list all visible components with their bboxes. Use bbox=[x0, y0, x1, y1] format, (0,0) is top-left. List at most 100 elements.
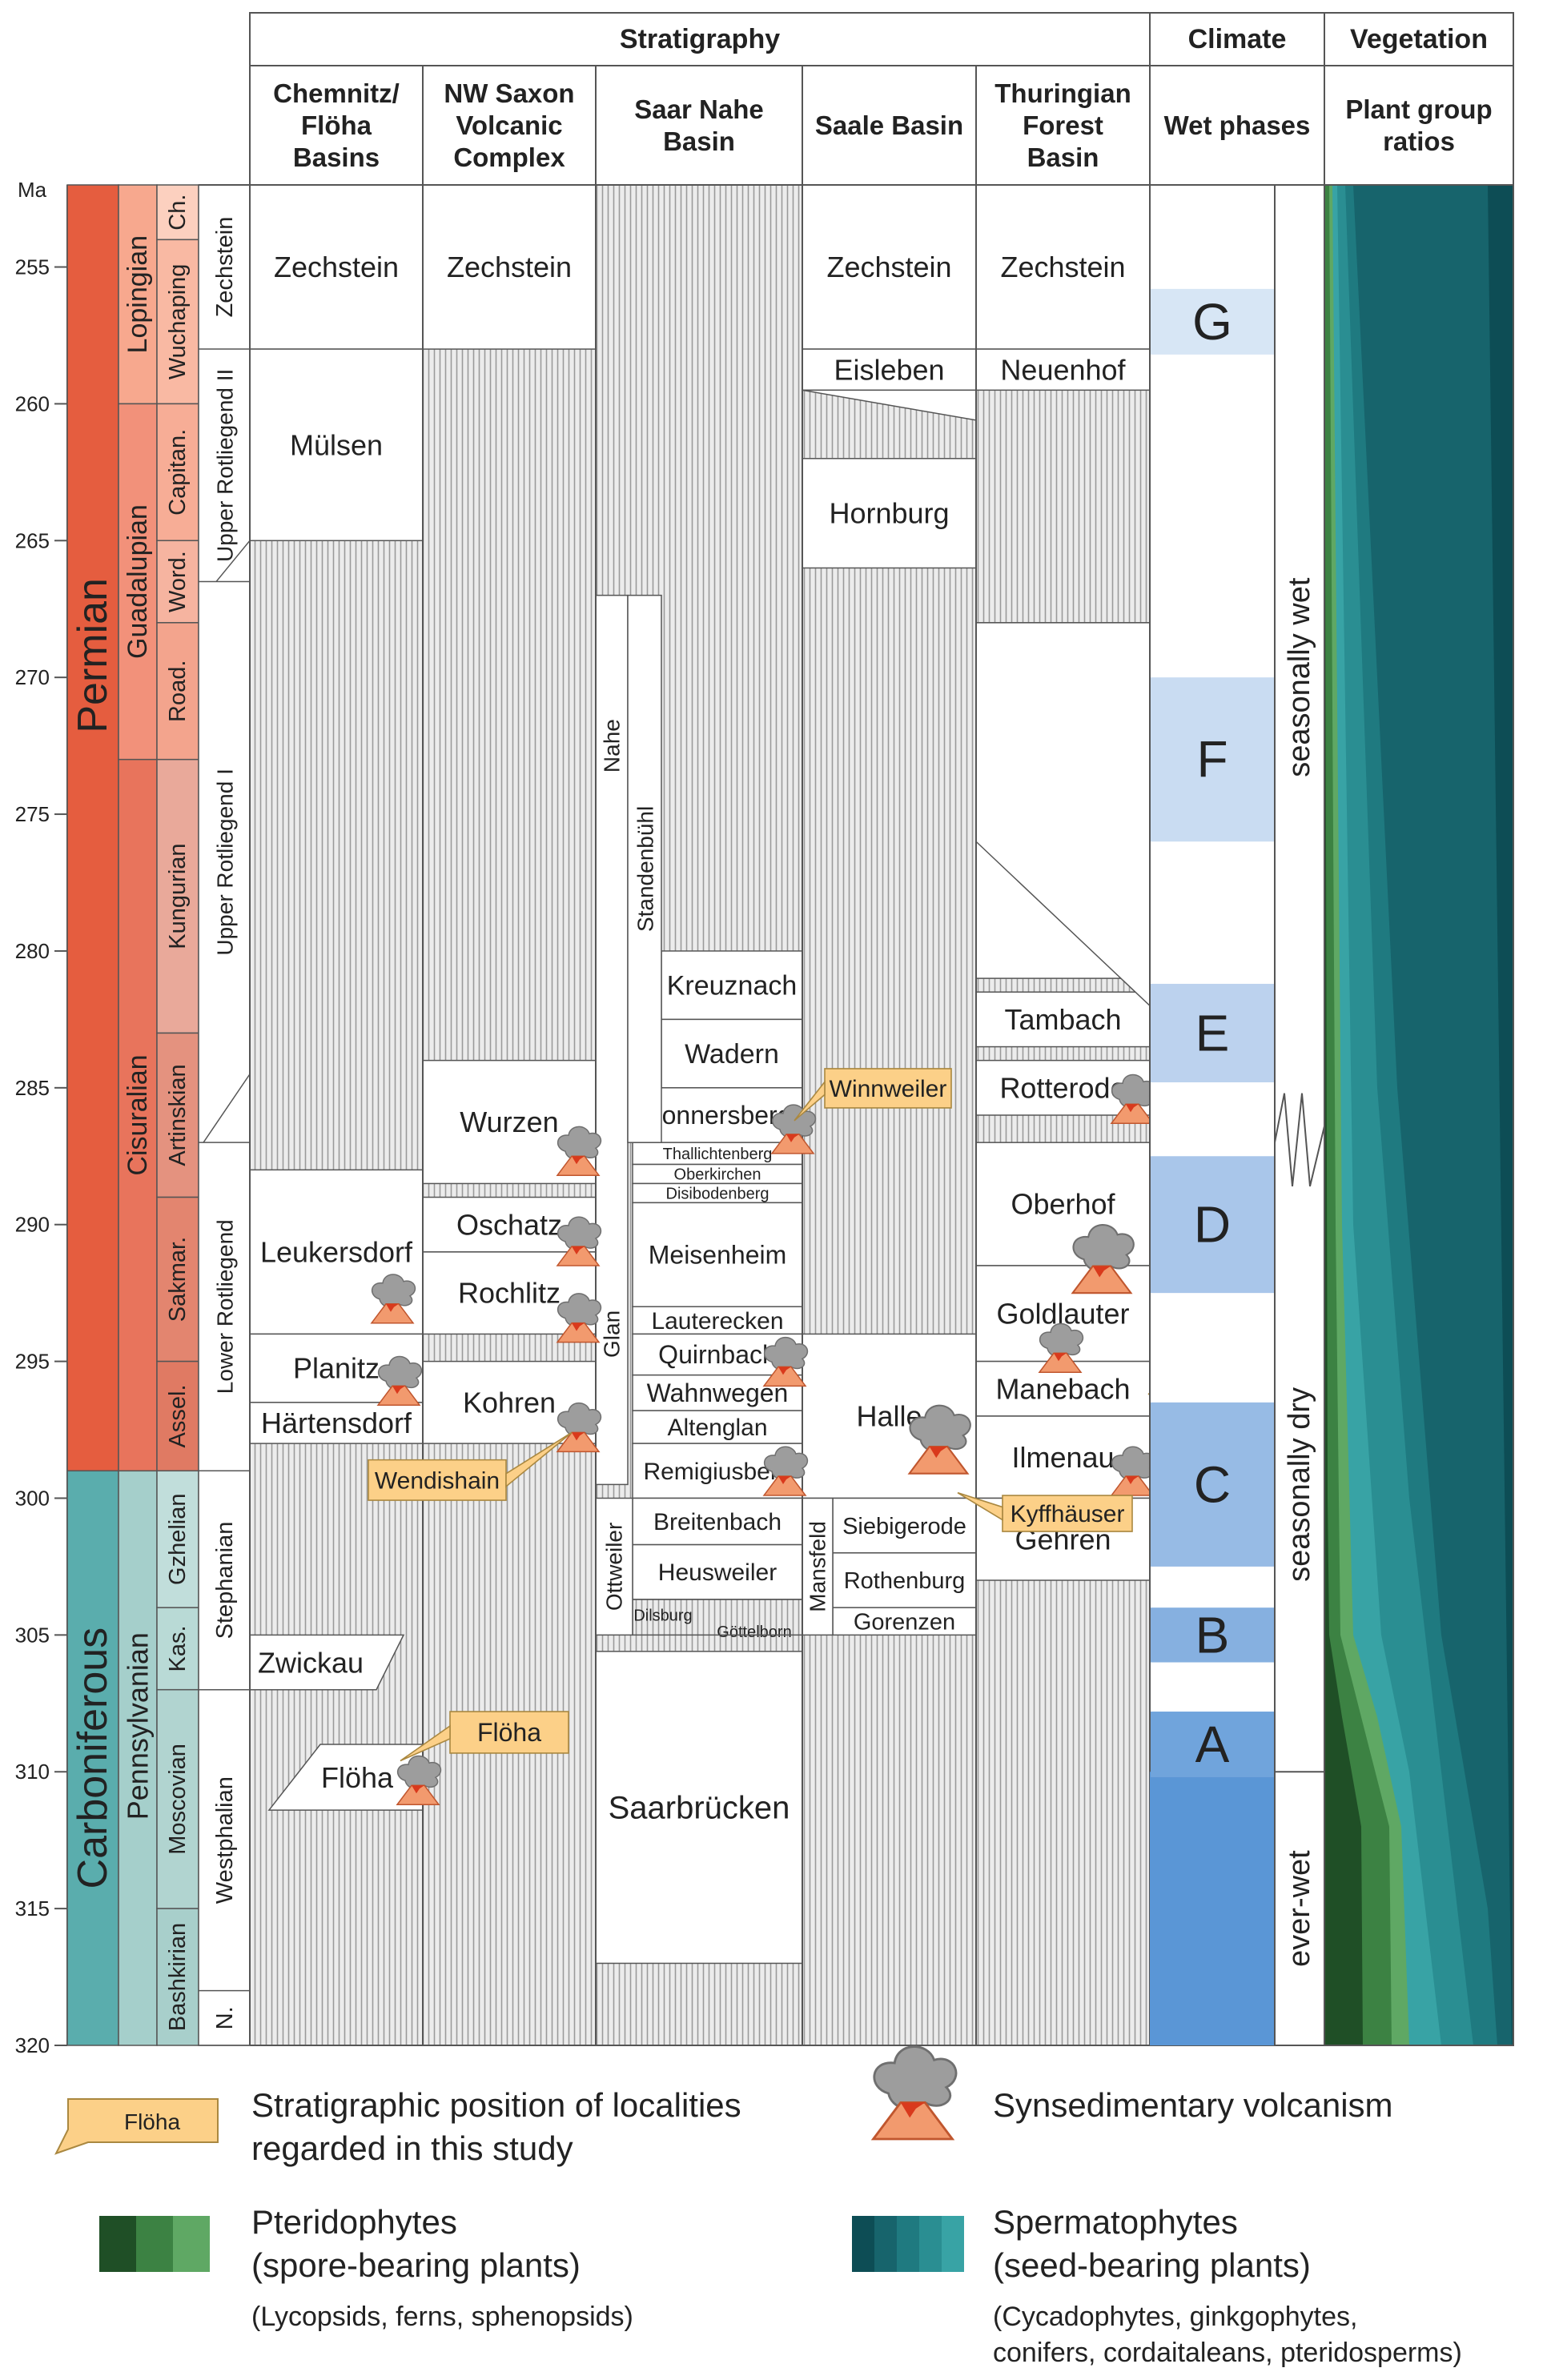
wet-phase-a bbox=[1151, 1712, 1274, 1778]
unit-label-neuenhof: Neuenhof bbox=[1000, 353, 1126, 386]
volcano-lava bbox=[386, 1303, 399, 1312]
pterido-swatch-cell bbox=[173, 2216, 210, 2272]
unit-label-härtensdorf: Härtensdorf bbox=[261, 1407, 412, 1439]
unit-chemnitz-härtensdorf bbox=[249, 1402, 424, 1444]
plant-group-header-line: ratios bbox=[1383, 126, 1455, 156]
volcano-lava bbox=[572, 1432, 585, 1441]
unit-saale-zechstein bbox=[802, 184, 977, 350]
wet-phase-label-f: F bbox=[1196, 731, 1228, 789]
legend-volcanism-text: Synsedimentary volcanism bbox=[993, 2086, 1393, 2124]
unit-label-eisleben: Eisleben bbox=[834, 353, 944, 386]
climate-regime-ever-wet: ever-wet bbox=[1283, 1850, 1316, 1967]
legend-volcano-icon bbox=[870, 2045, 958, 2141]
unit-chemnitz-mülsen bbox=[249, 348, 424, 542]
volcano-lava bbox=[572, 1322, 585, 1331]
volcano-lava bbox=[900, 2102, 926, 2118]
header-stratigraphy: Stratigraphy bbox=[620, 24, 780, 54]
basin-header-thuringian-line: Thuringian bbox=[994, 78, 1131, 108]
unit-label-oschatz: Oschatz bbox=[456, 1208, 562, 1241]
legend-pteridophytes-swatch bbox=[99, 2216, 210, 2272]
locality-callout-flöha: Flöha bbox=[400, 1711, 569, 1762]
callout-label-flöha: Flöha bbox=[477, 1718, 541, 1747]
volcano-lava bbox=[572, 1246, 585, 1254]
axis-tick-label: 305 bbox=[15, 1623, 50, 1647]
epoch-label-lopingian: Lopingian bbox=[123, 235, 153, 353]
volcano-lava bbox=[1054, 1353, 1067, 1362]
unit-saale-rothenburg bbox=[832, 1552, 977, 1608]
sperm-swatch-cell bbox=[852, 2216, 874, 2272]
sperm-swatch-cell bbox=[874, 2216, 897, 2272]
volcano-lava bbox=[778, 1476, 791, 1485]
unit-label-rotterode: Rotterode bbox=[999, 1071, 1126, 1104]
time-axis: Ma 2552602652702752802852902953003053103… bbox=[15, 178, 68, 2057]
basin-columns: ZechsteinMülsenLeukersdorfPlanitzHärtens… bbox=[199, 184, 1513, 2046]
regional-label-zechstein: Zechstein bbox=[212, 217, 238, 318]
legend: Flöha Stratigraphic position of localiti… bbox=[54, 2045, 1462, 2368]
stage-sakmar bbox=[156, 1196, 199, 1363]
stage-label-wuchaping: Wuchaping bbox=[165, 264, 191, 380]
locality-callout-kyffhäuser: Kyffhäuser bbox=[957, 1491, 1133, 1532]
header-climate-box bbox=[1149, 12, 1325, 66]
volcano-lava bbox=[786, 1134, 799, 1142]
regional-slope bbox=[203, 1074, 251, 1143]
unit-label-disibodenberg: Disibodenberg bbox=[666, 1185, 769, 1202]
regional-label-stephanian: Stephanian bbox=[212, 1522, 238, 1640]
volcano-icon bbox=[1038, 1322, 1084, 1374]
basin-header-saar-line: Saar Nahe bbox=[634, 94, 763, 124]
legend-locality-sample: Flöha bbox=[124, 2109, 180, 2134]
basin-header-saxon-line: NW Saxon bbox=[444, 78, 574, 108]
unit-label-tambach: Tambach bbox=[1004, 1003, 1121, 1036]
system-permian bbox=[66, 184, 119, 1472]
unit-label-ilmenau: Ilmenau bbox=[1011, 1441, 1114, 1474]
pterido-swatch-cell bbox=[99, 2216, 136, 2272]
unit-wedges: ZwickauFlöhaNaheStandenbühlGlanOttweiler… bbox=[249, 389, 1151, 1811]
stage-label-ch: Ch. bbox=[165, 195, 191, 231]
legend-sperm-sub: (seed-bearing plants) bbox=[993, 2246, 1311, 2284]
volcano-icon bbox=[556, 1126, 602, 1176]
sperm-swatch-cell bbox=[897, 2216, 919, 2272]
unit-label-leukersdorf: Leukersdorf bbox=[260, 1235, 413, 1268]
volcano-icon bbox=[1071, 1224, 1135, 1294]
volcano-symbols bbox=[370, 1074, 1156, 1805]
unit-thuringian-tambach bbox=[975, 991, 1151, 1048]
regime-zigzag bbox=[1274, 1093, 1325, 1187]
unit-saar-heusweiler bbox=[632, 1543, 803, 1600]
unit-label-lauterecken: Lauterecken bbox=[651, 1308, 783, 1334]
callout-pointer bbox=[400, 1724, 451, 1762]
axis-tick-label: 315 bbox=[15, 1896, 50, 1920]
unit-label-altenglan: Altenglan bbox=[667, 1415, 767, 1441]
regional-label-westphalian: Westphalian bbox=[212, 1776, 238, 1904]
unit-label-rothenburg: Rothenburg bbox=[844, 1568, 966, 1594]
volcano-lava bbox=[929, 1447, 948, 1459]
volcano-lava bbox=[1126, 1104, 1139, 1113]
stage-label-gzhelian: Gzhelian bbox=[165, 1494, 191, 1585]
wet-phase-g bbox=[1151, 288, 1274, 355]
callout-label-wendishain: Wendishain bbox=[375, 1467, 500, 1494]
unit-label-meisenheim: Meisenheim bbox=[649, 1241, 787, 1270]
volcano-icon bbox=[762, 1446, 809, 1496]
callout-label-kyffhäuser: Kyffhäuser bbox=[1011, 1501, 1125, 1527]
strip-standenbuhl bbox=[627, 594, 662, 1143]
callout-pointer bbox=[505, 1431, 573, 1488]
unit-thuringian-neuenhof bbox=[975, 348, 1151, 391]
axis-tick-label: 270 bbox=[15, 665, 50, 689]
side-label-mansfeld: Mansfeld bbox=[806, 1521, 830, 1612]
basin-header-chemnitz-line: Basins bbox=[293, 142, 380, 172]
unit-label-wadern: Wadern bbox=[685, 1039, 779, 1070]
regional-label-n: N. bbox=[212, 2006, 238, 2029]
wet-phase-e bbox=[1151, 983, 1274, 1082]
unit-label-mülsen: Mülsen bbox=[290, 428, 383, 461]
volcano-lava bbox=[1092, 1266, 1111, 1278]
locality-callout-wendishain: Wendishain bbox=[368, 1431, 573, 1501]
strip-ottweiler bbox=[595, 1497, 633, 1636]
axis-tick-label: 280 bbox=[15, 939, 50, 963]
axis-tick-label: 290 bbox=[15, 1213, 50, 1237]
series-pennsylvanian bbox=[118, 1470, 158, 2046]
unit-label-donnersberg: Donnersberg bbox=[644, 1101, 792, 1130]
callout-box bbox=[368, 1459, 507, 1501]
vegetation-area bbox=[1324, 185, 1409, 2045]
epoch-cisuralian bbox=[118, 758, 158, 1472]
system-label-carboniferous: Carboniferous bbox=[70, 1627, 116, 1889]
axis-tick-label: 300 bbox=[15, 1486, 50, 1510]
